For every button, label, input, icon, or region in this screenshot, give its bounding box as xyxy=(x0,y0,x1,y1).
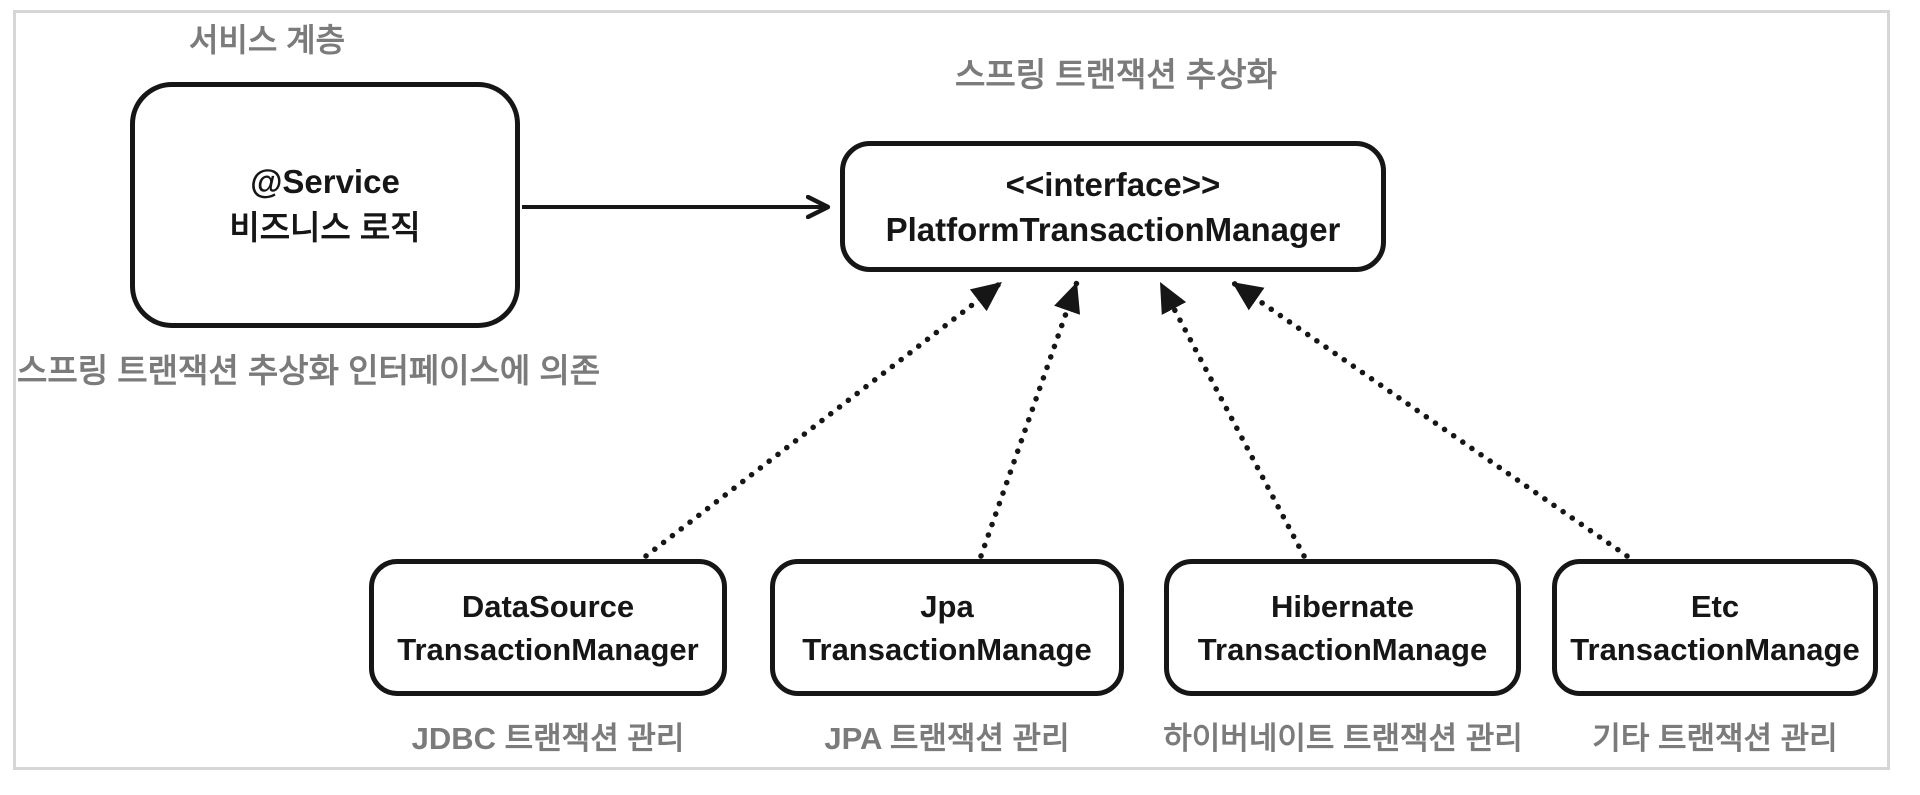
impl-name-line1: Hibernate xyxy=(1271,588,1414,624)
interface-name: PlatformTransactionManager xyxy=(885,210,1341,248)
impl-name-line2: TransactionManage xyxy=(1570,631,1860,667)
abstraction-label: 스프링 트랜잭션 추상화 xyxy=(955,56,1277,93)
caption-etc: 기타 트랜잭션 관리 xyxy=(1592,721,1838,756)
impl-name-line1: Etc xyxy=(1690,588,1740,624)
service-box: @Service 비즈니스 로직 xyxy=(130,82,520,328)
impl-name-line2: TransactionManage xyxy=(802,631,1092,667)
caption-hibernate: 하이버네이트 트랜잭션 관리 xyxy=(1163,721,1523,756)
service-layer-label: 서비스 계층 xyxy=(188,22,346,58)
impl-box-hibernate: Hibernate TransactionManage xyxy=(1164,559,1521,696)
impl-box-jpa: Jpa TransactionManage xyxy=(770,559,1124,696)
caption-jdbc: JDBC 트랜잭션 관리 xyxy=(411,721,685,756)
impl-name-line2: TransactionManage xyxy=(1197,631,1488,667)
impl-name-line1: DataSource xyxy=(461,588,635,624)
interface-box: <<interface>> PlatformTransactionManager xyxy=(840,141,1386,272)
impl-box-etc: Etc TransactionManage xyxy=(1552,559,1878,696)
impl-name-line1: Jpa xyxy=(920,588,974,624)
service-box-annotation: @Service xyxy=(250,163,400,200)
interface-stereotype: <<interface>> xyxy=(1005,165,1221,203)
dependency-note: 스프링 트랜잭션 추상화 인터페이스에 의존 xyxy=(17,352,601,389)
service-box-description: 비즈니스 로직 xyxy=(229,209,421,246)
impl-box-datasource: DataSource TransactionManager xyxy=(369,559,727,696)
impl-name-line2: TransactionManager xyxy=(397,631,699,667)
caption-jpa: JPA 트랜잭션 관리 xyxy=(824,721,1070,756)
